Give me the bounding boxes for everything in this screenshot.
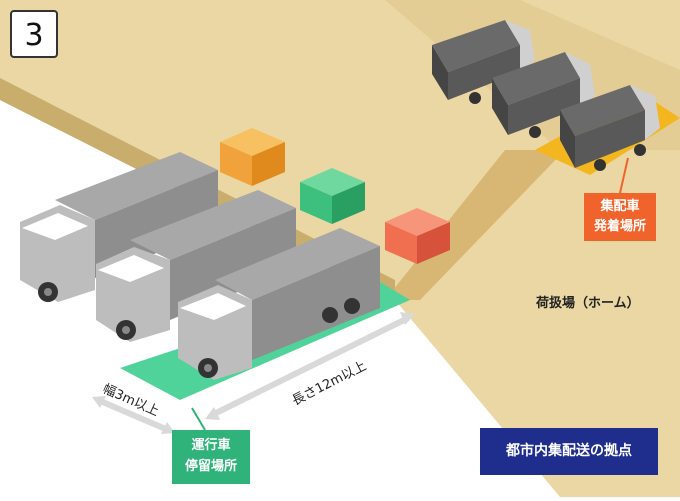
red-cargo bbox=[385, 208, 450, 264]
length-arrowhead-left bbox=[205, 407, 220, 420]
width-arrowhead-right bbox=[161, 422, 175, 434]
vehicle-parking-label: 運行車 停留場所 bbox=[172, 430, 250, 484]
width-arrowhead-left bbox=[92, 396, 106, 408]
length-dimension-arrow bbox=[210, 315, 410, 418]
berth-truck-3 bbox=[560, 85, 660, 171]
loading-dock-label: 荷扱場（ホーム） bbox=[536, 296, 640, 311]
access-road bbox=[385, 150, 565, 300]
width-dimension-arrow bbox=[96, 397, 170, 433]
berth-callout-pointer bbox=[619, 157, 629, 194]
diagram-title: 都市内集配送の拠点 bbox=[480, 428, 658, 475]
green-cargo bbox=[300, 168, 365, 224]
parked-truck-3 bbox=[178, 228, 380, 380]
berth-truck-2 bbox=[492, 52, 595, 138]
parking-callout-pointer bbox=[191, 407, 206, 431]
length-arrowhead-right bbox=[400, 312, 415, 325]
truck-berth-label: 集配車 発着場所 bbox=[584, 193, 656, 241]
orange-cargo bbox=[220, 128, 285, 186]
step-number-badge: 3 bbox=[10, 10, 58, 58]
